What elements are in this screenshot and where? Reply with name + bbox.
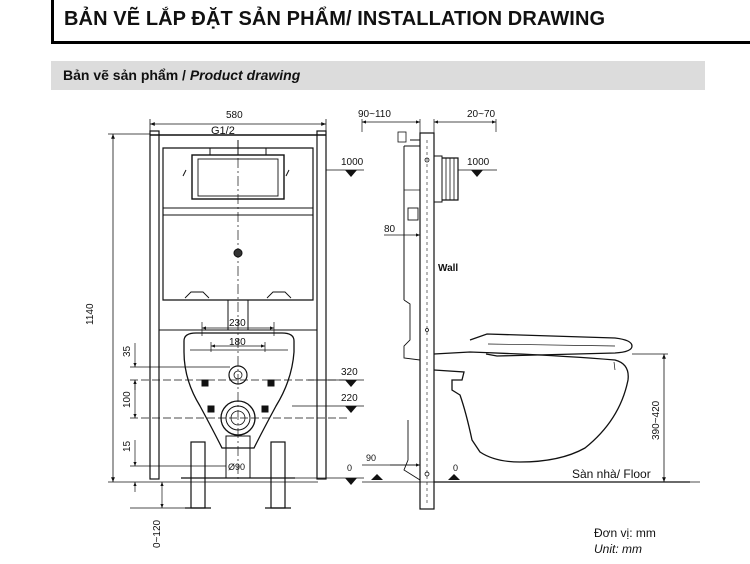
section-title-vi: Bản vẽ sản phẩm / xyxy=(63,67,190,83)
dim-580: 580 xyxy=(226,110,243,121)
side-level-markers xyxy=(371,170,483,480)
dim-180: 180 xyxy=(229,337,246,348)
units-note: Đơn vị: mm Unit: mm xyxy=(594,525,656,557)
section-title: Bản vẽ sản phẩm / Product drawing xyxy=(63,67,300,83)
dim-80: 80 xyxy=(384,224,396,235)
inlet-label: G1/2 xyxy=(211,125,235,137)
dim-230: 230 xyxy=(229,318,246,329)
floor-label: Sàn nhà/ Floor xyxy=(572,467,651,481)
wall-label: Wall xyxy=(438,263,458,274)
front-level-220: 220 xyxy=(341,393,358,404)
pipe-diameter: Ø90 xyxy=(228,462,245,472)
units-vi: Đơn vị: mm xyxy=(594,526,656,540)
dim-1140: 1140 xyxy=(85,303,96,325)
page-title: BẢN VẼ LẮP ĐẶT SẢN PHẨM/ INSTALLATION DR… xyxy=(64,8,606,30)
units-en: Unit: mm xyxy=(594,542,642,556)
section-bar: Bản vẽ sản phẩm / Product drawing xyxy=(51,61,705,90)
side-view xyxy=(361,119,700,510)
front-level-0: 0 xyxy=(347,463,352,473)
side-level-0: 0 xyxy=(453,463,458,473)
dim-100: 100 xyxy=(122,391,133,408)
dim-wall-thickness: 20~70 xyxy=(467,109,496,120)
front-view xyxy=(108,119,364,509)
page-header: BẢN VẼ LẮP ĐẶT SẢN PHẨM/ INSTALLATION DR… xyxy=(51,0,750,44)
section-title-en: Product drawing xyxy=(189,67,301,83)
dim-adjust: 0~120 xyxy=(152,519,163,548)
front-level-markers xyxy=(345,170,357,485)
dim-35: 35 xyxy=(122,345,133,357)
dim-depth: 90~110 xyxy=(358,109,391,120)
dim-15: 15 xyxy=(122,440,133,452)
front-level-320: 320 xyxy=(341,367,358,378)
side-level-1000: 1000 xyxy=(467,157,490,168)
dim-bowl-height: 390~420 xyxy=(651,400,662,440)
dim-90: 90 xyxy=(366,453,376,463)
front-level-1000: 1000 xyxy=(341,157,364,168)
